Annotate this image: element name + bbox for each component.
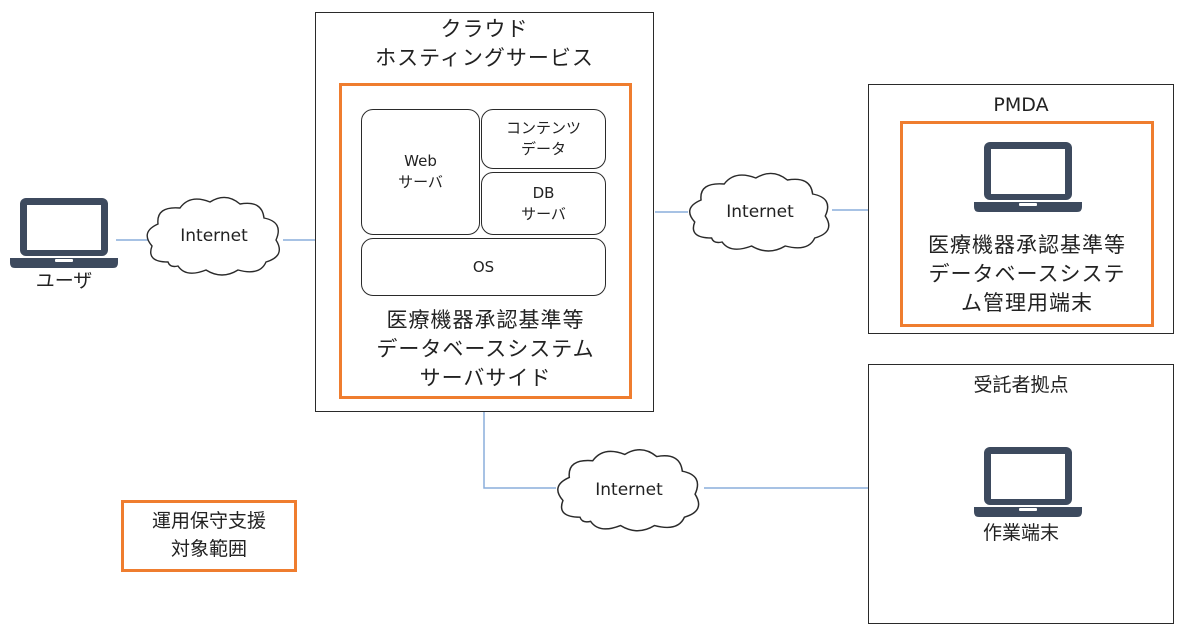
web-server-line2: サーバ xyxy=(398,173,443,191)
db-server-box: DB サーバ xyxy=(481,172,606,235)
user-laptop xyxy=(8,196,120,272)
server-side-scope xyxy=(339,83,632,399)
cloud-internet-pmda: Internet xyxy=(680,168,840,256)
server-side-line2: データベースシステム xyxy=(376,337,595,361)
legend-line1: 運用保守支援 xyxy=(151,510,266,532)
cloud-icon xyxy=(146,196,280,276)
pmda-terminal-line1: 医療機器承認基準等 xyxy=(928,233,1126,257)
connection-lines xyxy=(116,209,868,489)
os-box: OS xyxy=(361,238,606,296)
cloud-label: Internet xyxy=(180,226,248,246)
cloud-hosting-title-line1: クラウド xyxy=(440,17,529,41)
web-server-box: Web サーバ xyxy=(361,109,480,235)
cloud-label: Internet xyxy=(595,480,663,500)
pmda-laptop xyxy=(972,140,1084,216)
legend-box xyxy=(121,500,297,572)
contractor-terminal-label: 作業端末 xyxy=(982,522,1059,544)
server-side-line1: 医療機器承認基準等 xyxy=(386,308,585,332)
web-server-line1: Web xyxy=(404,152,437,170)
legend-line2: 対象範囲 xyxy=(170,538,247,560)
contents-data-line1: コンテンツ xyxy=(505,119,581,137)
cloud-internet-user: Internet xyxy=(138,192,290,280)
contents-data-box: コンテンツ データ xyxy=(481,109,606,169)
contractor-laptop xyxy=(972,445,1084,521)
server-side-line3: サーバサイド xyxy=(419,366,552,390)
user-label: ユーザ xyxy=(35,270,93,292)
contents-data-line2: データ xyxy=(520,140,566,158)
pmda-terminal-line3: ム管理用端末 xyxy=(961,291,1093,315)
db-server-line1: DB xyxy=(532,183,555,202)
laptop-icon xyxy=(974,142,1082,212)
link-server-contractor-cloud xyxy=(483,412,556,489)
cloud-label: Internet xyxy=(726,202,794,222)
cloud-icon xyxy=(557,449,700,532)
pmda-terminal-line2: データベースシステ xyxy=(928,262,1126,286)
laptop-icon xyxy=(10,198,118,268)
pmda-terminal-scope xyxy=(900,121,1154,327)
cloud-icon xyxy=(688,172,830,252)
os-label: OS xyxy=(472,257,495,276)
laptop-icon xyxy=(974,447,1082,517)
pmda-title: PMDA xyxy=(993,94,1049,116)
db-server-line2: サーバ xyxy=(521,204,566,223)
contractor-title: 受託者拠点 xyxy=(973,374,1069,396)
cloud-hosting-title-line2: ホスティングサービス xyxy=(375,46,594,70)
cloud-internet-contractor: Internet xyxy=(548,444,710,536)
